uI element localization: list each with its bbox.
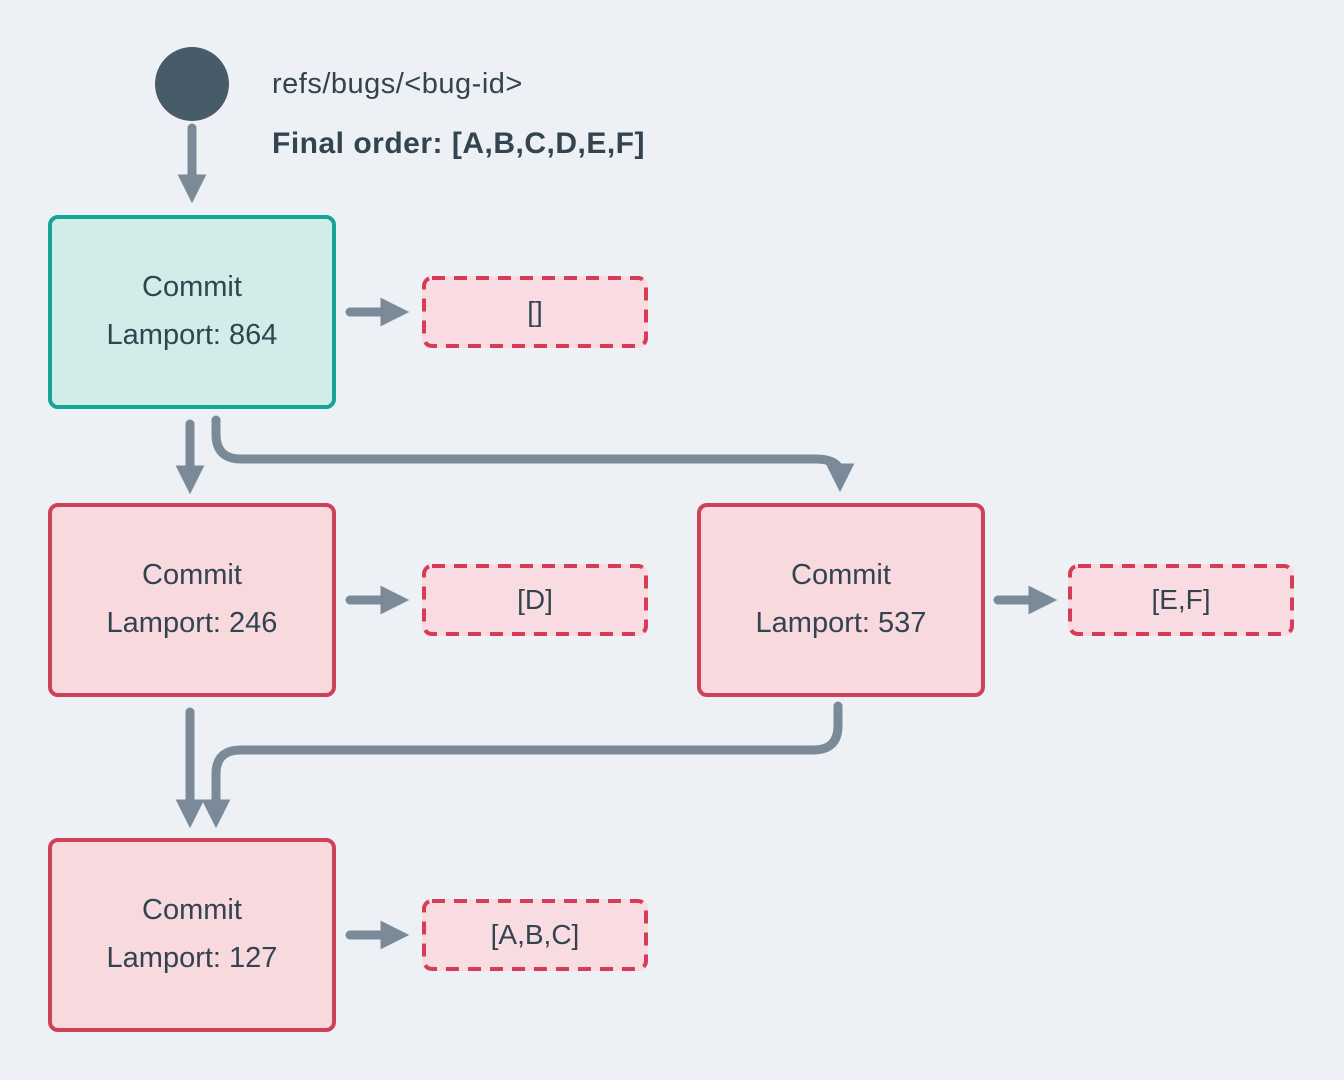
- commit-node-127: Commit Lamport: 127: [48, 838, 336, 1032]
- operations-list: [E,F]: [1151, 584, 1211, 615]
- commit-title: Commit: [791, 559, 891, 592]
- final-order-label: Final order: [A,B,C,D,E,F]: [272, 127, 645, 160]
- commit-node-864: Commit Lamport: 864: [48, 215, 336, 409]
- commit-title: Commit: [142, 271, 242, 304]
- dashed-border: [422, 564, 648, 636]
- commit-lamport: Lamport: 127: [106, 942, 278, 974]
- dashed-border: [422, 899, 648, 971]
- commit-title: Commit: [142, 559, 242, 592]
- dashed-border: [422, 276, 648, 348]
- commit-lamport: Lamport: 246: [106, 607, 278, 639]
- commit-node-246: Commit Lamport: 246: [48, 503, 336, 697]
- operations-box-537: [E,F]: [1068, 564, 1294, 636]
- ref-label: refs/bugs/<bug-id>: [272, 68, 523, 100]
- ref-node-icon: [155, 47, 229, 121]
- commit-node-537: Commit Lamport: 537: [697, 503, 985, 697]
- operations-box-246: [D]: [422, 564, 648, 636]
- operations-list: [D]: [517, 584, 553, 615]
- dashed-border: [1068, 564, 1294, 636]
- edge-root-to-right: [211, 415, 855, 493]
- operations-list: []: [527, 296, 543, 327]
- operations-list: [A,B,C]: [490, 919, 580, 950]
- operations-box-864: []: [422, 276, 648, 348]
- operations-box-127: [A,B,C]: [422, 899, 648, 971]
- commit-lamport: Lamport: 864: [106, 319, 278, 351]
- commit-lamport: Lamport: 537: [755, 607, 927, 639]
- edge-right-to-merge: [201, 701, 843, 829]
- commit-title: Commit: [142, 894, 242, 927]
